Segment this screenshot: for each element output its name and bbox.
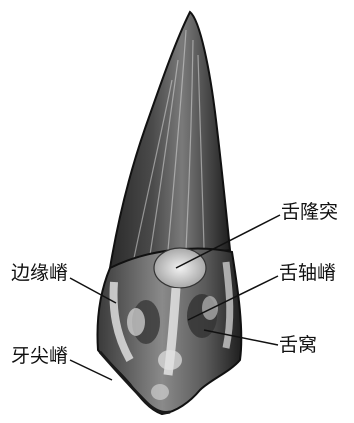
label-lingual-fossa: 舌窝	[279, 334, 317, 356]
crown-highlight-4	[151, 384, 169, 400]
leader-cusp-ridge	[70, 360, 112, 380]
crown-highlight-1	[127, 308, 145, 336]
crown-highlight-2	[202, 296, 218, 320]
label-marginal-ridge: 边缘嵴	[11, 262, 68, 284]
lingual-tubercle-shape	[154, 248, 206, 288]
label-lingual-axial-ridge: 舌轴嵴	[279, 262, 336, 284]
label-lingual-tubercle: 舌隆突	[281, 201, 338, 223]
label-cusp-ridge: 牙尖嵴	[11, 345, 68, 367]
crown-highlight-3	[158, 350, 182, 370]
